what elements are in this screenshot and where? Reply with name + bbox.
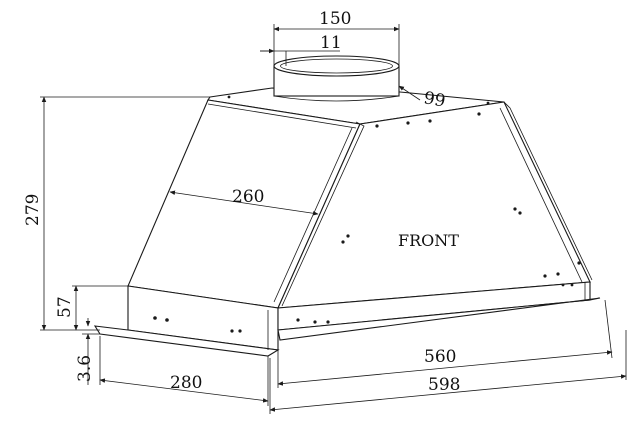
dim-label-260: 260	[232, 187, 264, 207]
top-rear-edge	[207, 103, 357, 129]
dim-label-598: 598	[428, 375, 460, 395]
dim-label-150: 150	[319, 9, 351, 29]
base-left-tray	[93, 325, 280, 357]
dim-label-57: 57	[55, 296, 75, 318]
dimension-labels: 150 11 99 279 260 57 3.6 280 560 598 FRO…	[23, 9, 460, 395]
front-label: FRONT	[398, 231, 459, 250]
dim-label-560: 560	[424, 347, 456, 367]
front-flange-left-edge	[281, 121, 365, 307]
dim-line-598	[269, 374, 627, 412]
duct-bottom-rim	[273, 95, 400, 102]
dim-label-280: 280	[170, 373, 202, 393]
base-bottom-strip	[277, 297, 601, 341]
duct-inner-rim	[280, 58, 393, 74]
dim-line-280	[99, 378, 269, 403]
dim-line-99	[398, 85, 421, 101]
dim-label-11: 11	[320, 33, 342, 53]
hood-body	[127, 87, 593, 309]
dimension-lines	[40, 24, 627, 414]
dim-label-3-6: 3.6	[75, 355, 95, 382]
dim-line-260	[169, 190, 319, 216]
front-right-inner-edge	[499, 107, 583, 283]
dim-label-99: 99	[422, 88, 447, 111]
fastener-holes	[153, 95, 581, 333]
dim-label-279: 279	[23, 194, 43, 226]
duct-collar	[273, 55, 400, 102]
front-flange-right-edge	[503, 101, 593, 281]
